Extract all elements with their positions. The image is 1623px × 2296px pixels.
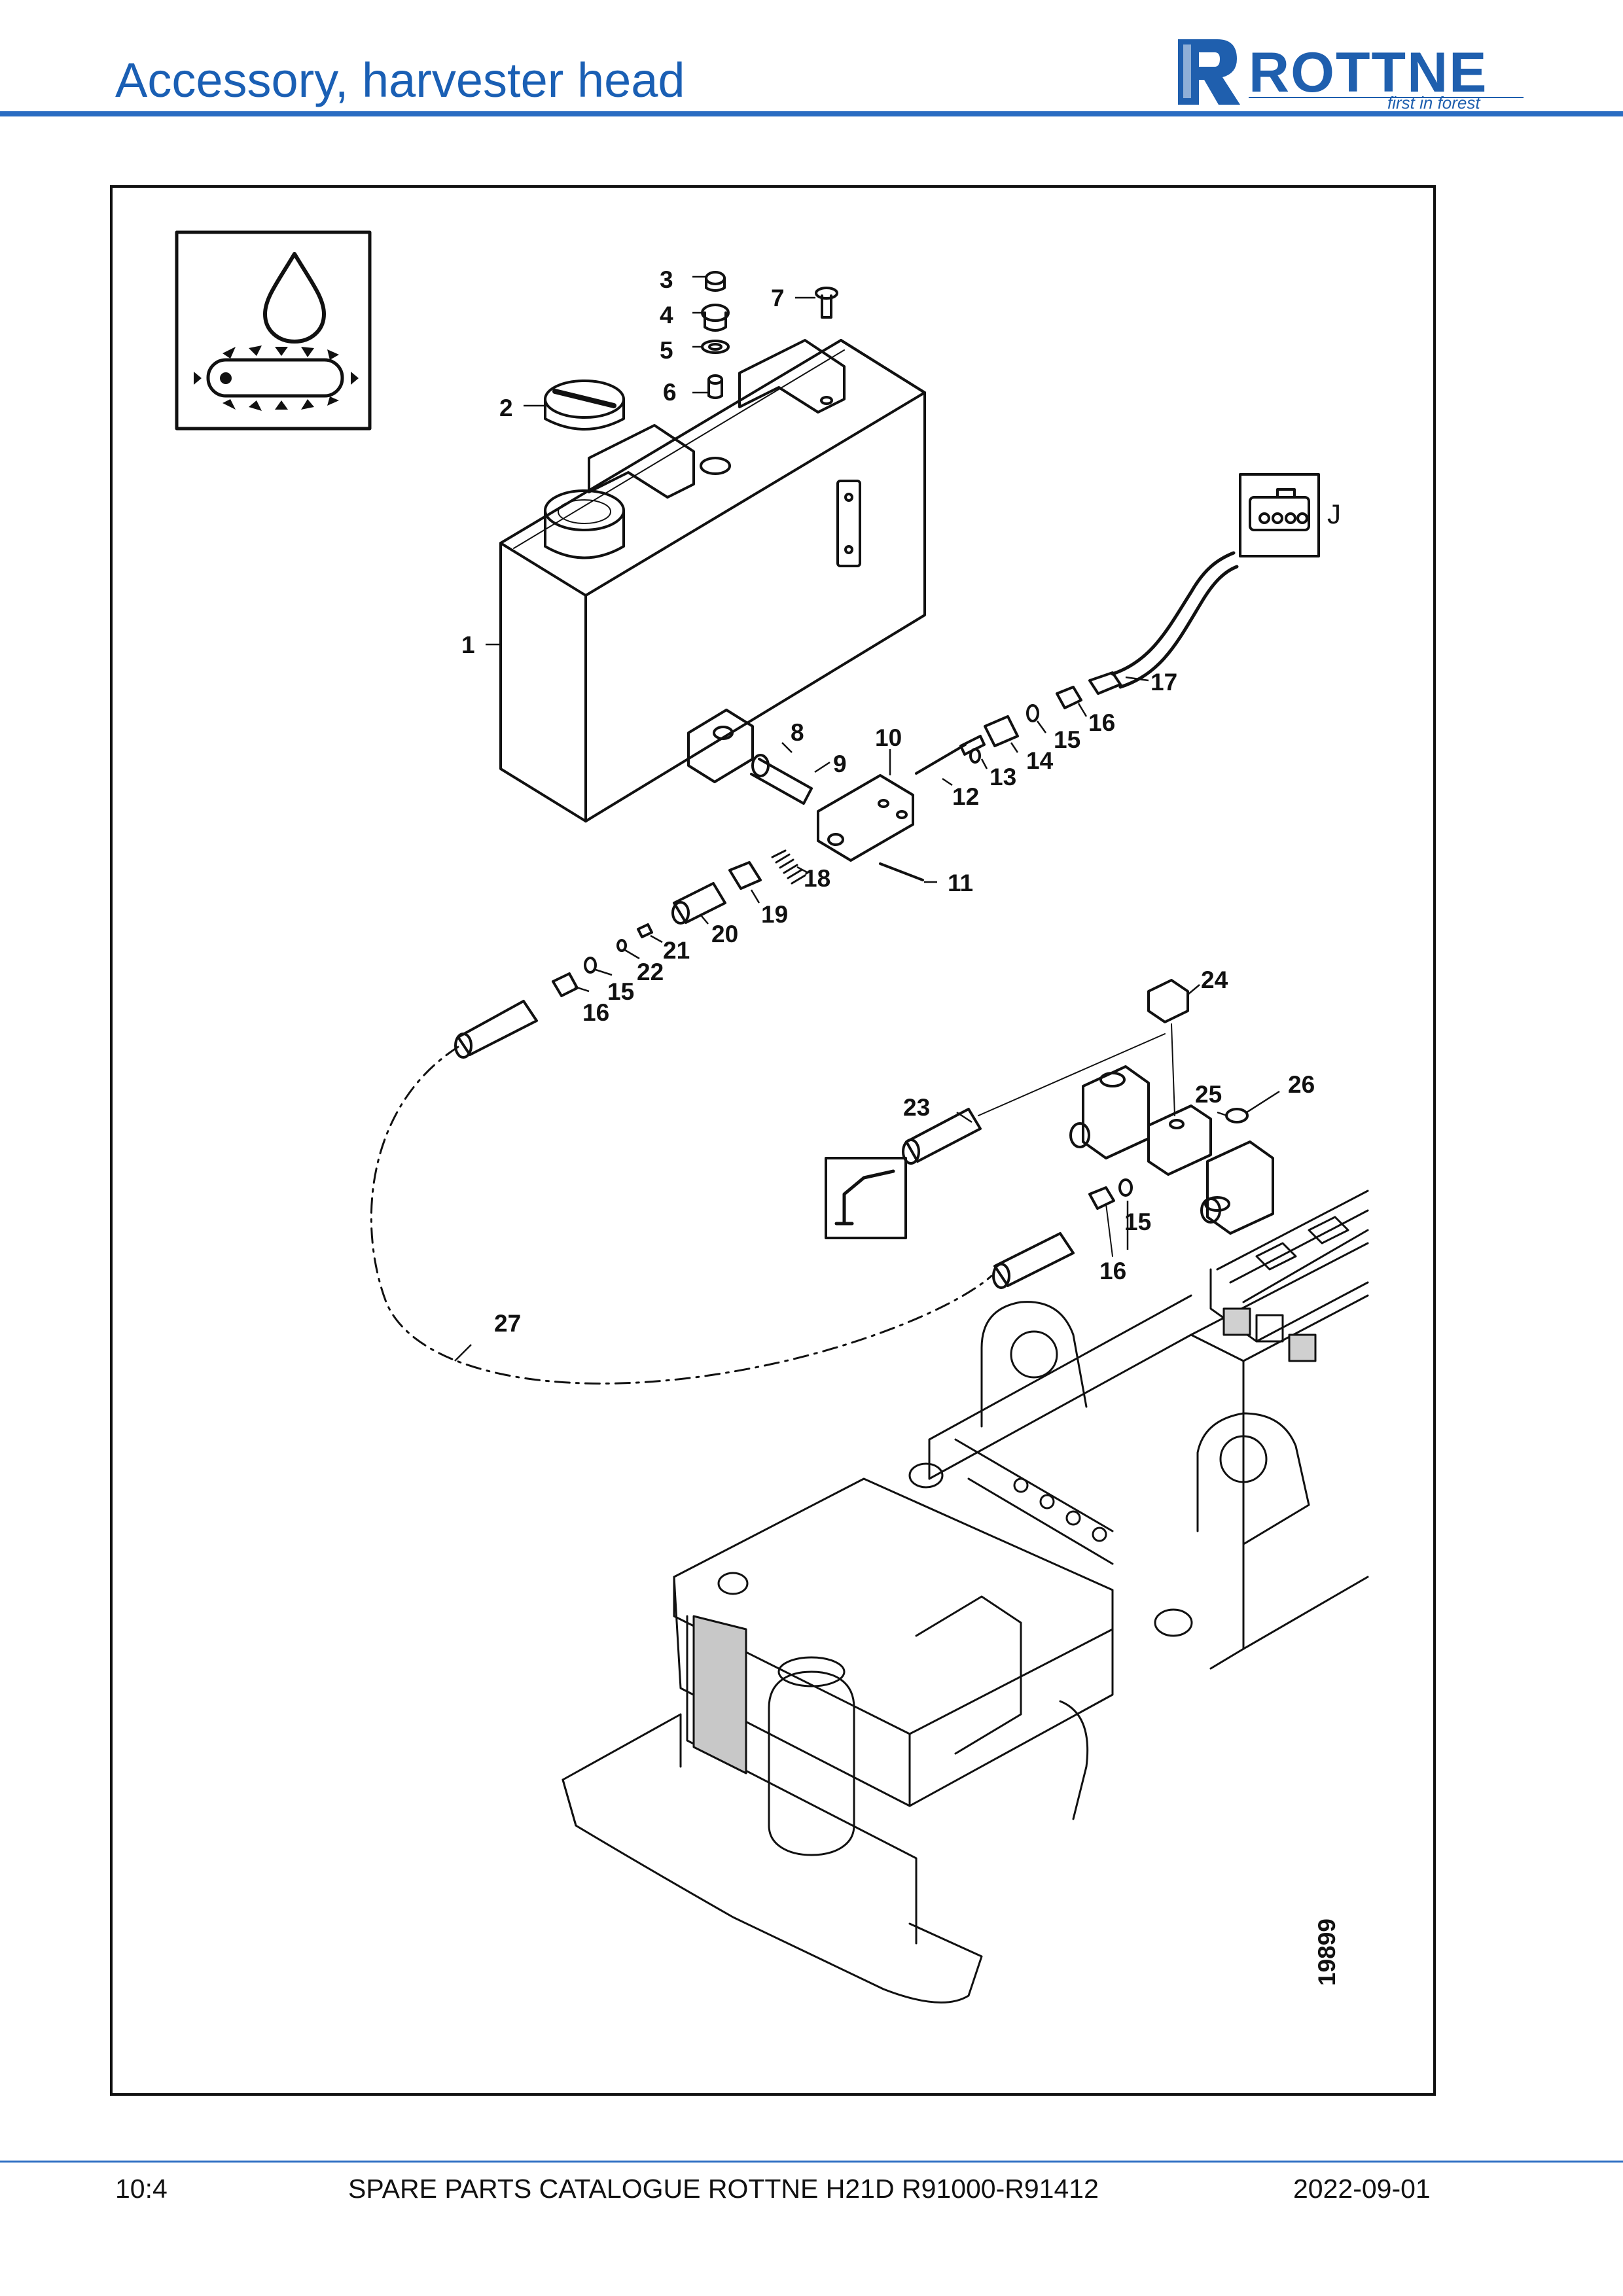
seal-13 — [969, 748, 981, 764]
solenoid-valves-25 — [1069, 1065, 1274, 1235]
callout-22: 22 — [637, 959, 664, 985]
callout-2: 2 — [499, 395, 513, 421]
plug-26 — [1225, 1108, 1249, 1123]
callout-12: 12 — [952, 783, 979, 810]
filler-cap — [544, 380, 625, 431]
callout-7: 7 — [771, 285, 785, 311]
callout-16b: 16 — [582, 999, 609, 1026]
part-21 — [637, 923, 653, 938]
callout-14: 14 — [1026, 747, 1054, 774]
coupling-20 — [673, 882, 726, 924]
page-title: Accessory, harvester head — [115, 53, 685, 107]
valve-block-10 — [817, 774, 914, 862]
illustration-frame — [110, 185, 1436, 2096]
callout-15b: 15 — [607, 978, 634, 1005]
logo-tagline: first in forest — [1387, 93, 1481, 111]
callout-15c: 15 — [1124, 1209, 1151, 1235]
callout-10: 10 — [875, 724, 902, 751]
callout-5: 5 — [660, 337, 673, 364]
rottne-logo: ROTTNE first in forest — [1178, 39, 1524, 111]
pipe-8 — [750, 758, 813, 805]
callout-4: 4 — [660, 302, 673, 328]
adapter-14 — [984, 715, 1019, 747]
connector-label-j: J — [1327, 499, 1341, 529]
spring-18 — [771, 849, 806, 885]
hose-27 — [370, 1046, 993, 1385]
callout-19: 19 — [761, 901, 788, 928]
callout-23: 23 — [903, 1094, 930, 1121]
part-22 — [616, 939, 627, 952]
page-number: 10:4 — [115, 2174, 168, 2204]
logo-wordmark: ROTTNE — [1249, 41, 1488, 104]
callout-15: 15 — [1054, 726, 1080, 753]
chain-oil-pictogram — [175, 230, 372, 431]
callout-16c: 16 — [1099, 1258, 1126, 1284]
hose-17 — [1111, 551, 1236, 676]
callout-13: 13 — [990, 764, 1016, 790]
callout-26: 26 — [1288, 1071, 1315, 1098]
catalogue-date: 2022-09-01 — [1293, 2174, 1431, 2204]
bolt-11 — [879, 862, 924, 881]
callout-17: 17 — [1150, 669, 1177, 696]
callout-16: 16 — [1088, 709, 1115, 736]
screw-7 — [815, 287, 838, 319]
oil-tank — [499, 339, 926, 822]
seal-15 — [1026, 704, 1039, 722]
callout-11: 11 — [948, 870, 973, 896]
drawing-number: 19899 — [1313, 1918, 1340, 1986]
hose-fitting-23 — [905, 1108, 982, 1163]
callout-6: 6 — [663, 379, 677, 406]
lever-symbol — [825, 1157, 907, 1239]
callout-27: 27 — [494, 1310, 521, 1337]
callout-24: 24 — [1201, 966, 1228, 993]
callout-8: 8 — [791, 719, 804, 746]
callout-9: 9 — [833, 751, 847, 777]
callout-21: 21 — [663, 937, 690, 964]
callout-25: 25 — [1195, 1081, 1222, 1108]
vent-parts-3-6 — [701, 271, 730, 399]
nut-19 — [728, 861, 762, 890]
callout-1: 1 — [461, 631, 475, 658]
catalogue-title: SPARE PARTS CATALOGUE ROTTNE H21D R91000… — [348, 2174, 1099, 2204]
header-divider — [0, 111, 1623, 116]
elbow-24 — [1147, 979, 1189, 1023]
nipple-16 — [1056, 686, 1082, 709]
footer-divider — [0, 2161, 1623, 2163]
rottne-r-emblem — [1178, 39, 1240, 105]
callout-3: 3 — [660, 266, 673, 293]
connector-j-symbol — [1239, 473, 1320, 557]
machine-frame-illustration — [562, 1190, 1369, 2004]
pipe-12 — [915, 743, 967, 775]
callout-20: 20 — [711, 921, 738, 947]
callout-18: 18 — [804, 865, 830, 892]
